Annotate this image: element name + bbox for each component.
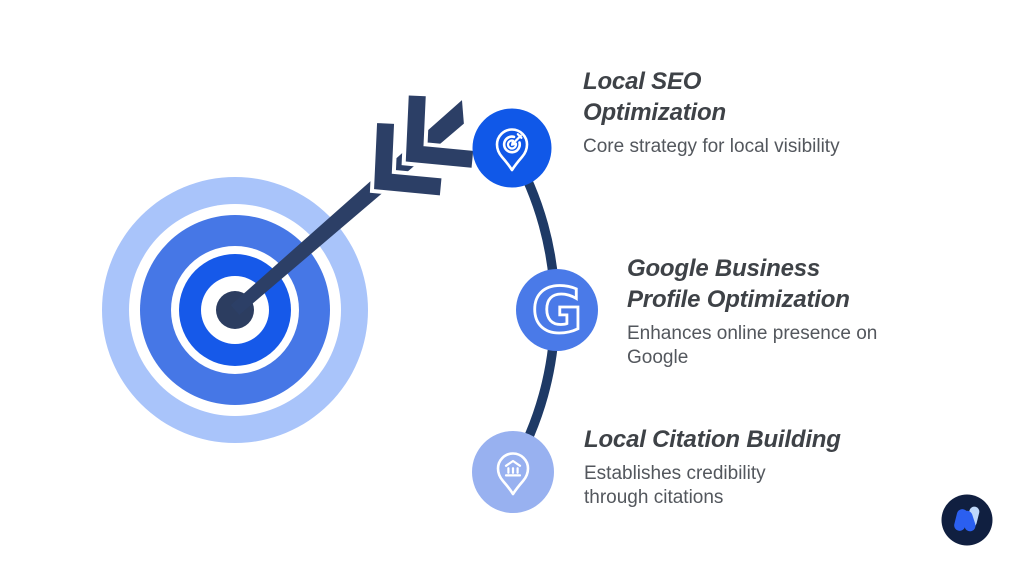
- brand-logo-w-mark: [954, 506, 980, 532]
- step-google-business-profile: Google Business Profile Optimization Enh…: [627, 253, 877, 370]
- step-local-citation-building: Local Citation Building Establishes cred…: [584, 424, 841, 510]
- step-description: Core strategy for local visibility: [583, 136, 840, 157]
- arrow-graphic: [230, 95, 474, 315]
- google-g-letter: G: [532, 274, 583, 347]
- target-pin-icon: [472, 108, 552, 188]
- bank-pin-icon: [472, 431, 554, 513]
- step-title: Google Business Profile Optimization: [627, 255, 850, 313]
- step-local-seo: Local SEO Optimization Core strategy for…: [583, 66, 840, 159]
- google-g-icon: G: [516, 269, 598, 351]
- step-description: Establishes credibility through citation…: [584, 463, 766, 508]
- step-title: Local Citation Building: [584, 426, 841, 453]
- step-description: Enhances online presence on Google: [627, 323, 878, 368]
- brand-logo: [941, 494, 993, 546]
- icon-badge-circle-2: [516, 269, 598, 351]
- step-title: Local SEO Optimization: [583, 68, 726, 126]
- arrow-fletch-1: [374, 123, 442, 196]
- arrow-fletch-2: [405, 95, 474, 168]
